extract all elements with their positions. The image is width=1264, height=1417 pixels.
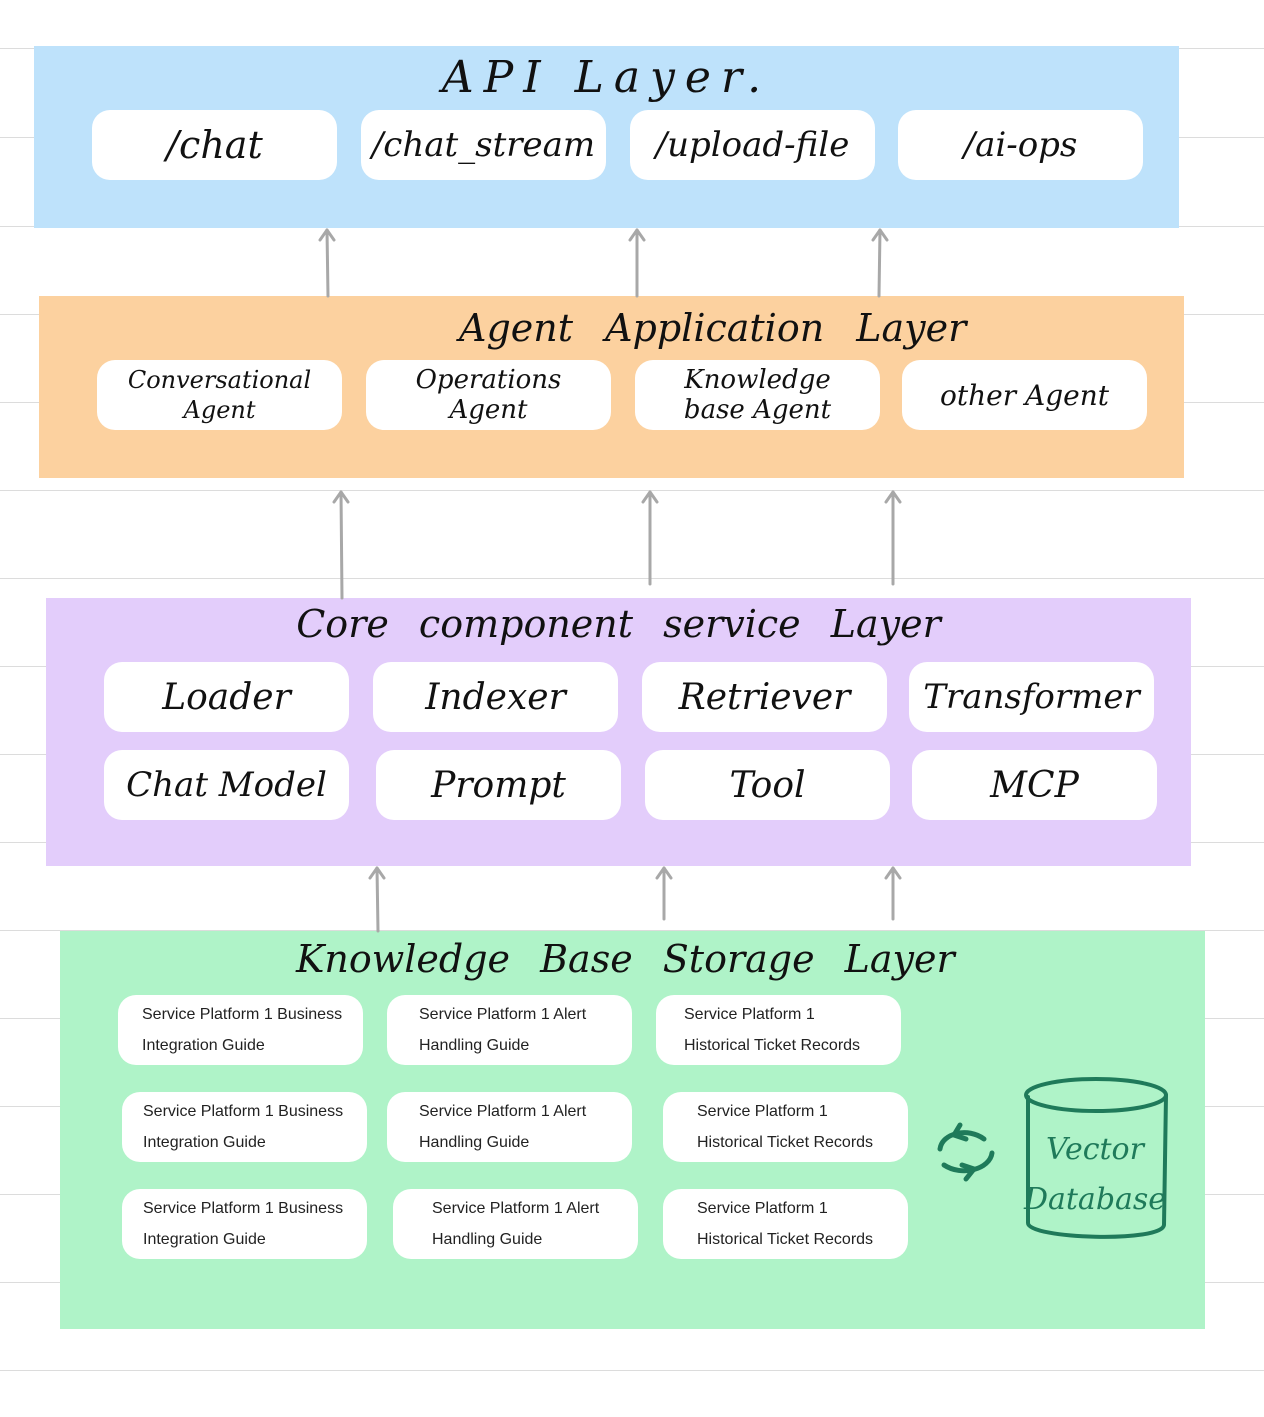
document-title: Service Platform 1 Business <box>143 1200 344 1217</box>
arrow-up-icon <box>318 228 336 298</box>
arrow-up-icon <box>368 866 386 933</box>
document-title: Service Platform 1 <box>697 1103 828 1120</box>
document-title: Service Platform 1 Alert <box>419 1006 587 1023</box>
agent-operations: Operations Agent <box>366 360 611 430</box>
component-prompt: Prompt <box>376 750 621 820</box>
document-card: Service Platform 1 Business Integration … <box>122 1189 367 1259</box>
sync-icon <box>937 1122 995 1182</box>
document-title: Service Platform 1 <box>684 1006 815 1023</box>
storage-layer-title: Knowledge Base Storage Layer <box>296 937 955 981</box>
document-subtitle: Historical Ticket Records <box>697 1134 874 1151</box>
component-chat-model: Chat Model <box>104 750 349 820</box>
component-indexer: Indexer <box>373 662 618 732</box>
arrow-up-icon <box>884 490 902 586</box>
document-title: Service Platform 1 Business <box>143 1103 344 1120</box>
vector-database-line1: Vector <box>1046 1132 1144 1167</box>
core-layer: Core component service Layer Loader Inde… <box>46 598 1191 866</box>
document-title: Service Platform 1 Alert <box>419 1103 587 1120</box>
arrow-up-icon <box>332 490 350 600</box>
document-title: Service Platform 1 <box>697 1200 828 1217</box>
agent-knowledge-base-line1: Knowledge <box>684 365 831 395</box>
api-layer-title: API Layer. <box>441 52 772 103</box>
document-card: Service Platform 1 Historical Ticket Rec… <box>663 1092 908 1162</box>
document-title: Service Platform 1 Business <box>142 1006 343 1023</box>
document-card: Service Platform 1 Business Integration … <box>118 995 363 1065</box>
component-loader: Loader <box>104 662 349 732</box>
document-subtitle: Integration Guide <box>142 1037 265 1054</box>
arrow-up-icon <box>641 490 659 586</box>
document-card: Service Platform 1 Historical Ticket Rec… <box>656 995 901 1065</box>
agent-layer: Agent Application Layer Conversational A… <box>39 296 1184 478</box>
document-subtitle: Handling Guide <box>419 1037 530 1054</box>
paper-rule <box>0 490 1264 491</box>
agent-other-label: other Agent <box>940 378 1109 412</box>
document-subtitle: Integration Guide <box>143 1231 266 1248</box>
component-mcp: MCP <box>912 750 1157 820</box>
vector-database-icon <box>1024 1077 1168 1239</box>
document-card: Service Platform 1 Business Integration … <box>122 1092 367 1162</box>
arrow-up-icon <box>628 228 646 298</box>
document-subtitle: Handling Guide <box>419 1134 530 1151</box>
document-title: Service Platform 1 Alert <box>432 1200 600 1217</box>
paper-rule <box>0 930 1264 931</box>
storage-layer: Knowledge Base Storage Layer Service Pla… <box>60 931 1205 1329</box>
arrow-up-icon <box>871 228 889 298</box>
agent-conversational-line1: Conversational <box>127 366 312 394</box>
paper-rule <box>0 578 1264 579</box>
paper-rule <box>0 1370 1264 1371</box>
arrow-up-icon <box>884 866 902 921</box>
agent-knowledge-base: Knowledge base Agent <box>635 360 880 430</box>
agent-layer-title: Agent Application Layer <box>459 306 967 350</box>
document-card: Service Platform 1 Alert Handling Guide <box>387 995 632 1065</box>
arrow-up-icon <box>655 866 673 921</box>
endpoint-ai-ops: /ai-ops <box>898 110 1143 180</box>
vector-database-label: Vector Database <box>1020 1125 1170 1225</box>
component-tool: Tool <box>645 750 890 820</box>
agent-other: other Agent <box>902 360 1147 430</box>
component-retriever: Retriever <box>642 662 887 732</box>
document-card: Service Platform 1 Alert Handling Guide <box>393 1189 638 1259</box>
agent-conversational: Conversational Agent <box>97 360 342 430</box>
agent-conversational-line2: Agent <box>183 396 256 424</box>
agent-operations-line2: Agent <box>449 395 528 425</box>
vector-database-line2: Database <box>1023 1182 1167 1217</box>
endpoint-chat: /chat <box>92 110 337 180</box>
document-subtitle: Historical Ticket Records <box>684 1037 861 1054</box>
document-subtitle: Integration Guide <box>143 1134 266 1151</box>
document-subtitle: Handling Guide <box>432 1231 543 1248</box>
document-card: Service Platform 1 Historical Ticket Rec… <box>663 1189 908 1259</box>
document-card: Service Platform 1 Alert Handling Guide <box>387 1092 632 1162</box>
agent-operations-line1: Operations <box>415 365 562 395</box>
core-layer-title: Core component service Layer <box>296 602 941 646</box>
component-transformer: Transformer <box>909 662 1154 732</box>
document-subtitle: Historical Ticket Records <box>697 1231 874 1248</box>
api-layer: API Layer. /chat /chat_stream /upload-fi… <box>34 46 1179 228</box>
endpoint-chat-stream: /chat_stream <box>361 110 606 180</box>
agent-knowledge-base-line2: base Agent <box>683 395 832 425</box>
endpoint-upload-file: /upload-file <box>630 110 875 180</box>
